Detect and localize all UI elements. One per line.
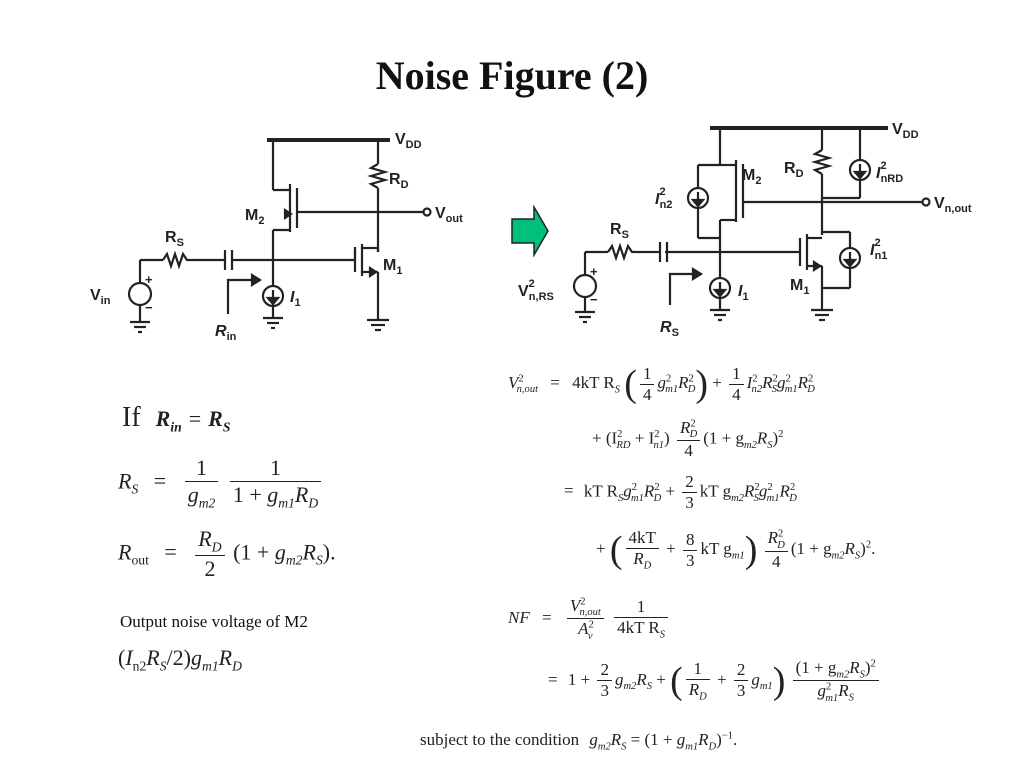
output-noise-expression: (In2RS/2)gm1RD (118, 645, 242, 674)
label-m1: M1 (383, 257, 402, 277)
svg-text:+: + (590, 264, 598, 279)
label-m2: M2 (245, 207, 264, 227)
svg-text:+: + (145, 272, 153, 287)
label-m1-right: M1 (790, 277, 809, 297)
label-i1-right: I1 (738, 283, 749, 303)
transition-arrow (511, 205, 549, 257)
page-title: Noise Figure (2) (375, 53, 649, 98)
left-circuit-schematic: VDD RD Vout M2 M1 I1 RS + − (90, 131, 463, 343)
label-rs-bottom: RS (660, 319, 679, 339)
output-noise-label: Output noise voltage of M2 (120, 612, 308, 631)
label-vdd-right: VDD (892, 121, 919, 141)
label-rs-right: RS (610, 221, 629, 241)
label-m2-right: M2 (742, 167, 761, 187)
label-vdd: VDD (395, 131, 422, 151)
label-vnout: Vn,out (934, 195, 972, 215)
label-rin: Rin (215, 323, 237, 343)
label-vin: Vin (90, 287, 111, 307)
label-rd: RD (389, 171, 409, 191)
svg-text:−: − (590, 292, 598, 307)
label-i1: I1 (290, 289, 301, 309)
if-condition: If Rin = RS (122, 402, 231, 435)
label-rd-right: RD (784, 160, 804, 180)
label-rs: RS (165, 229, 184, 249)
label-vout: Vout (435, 205, 463, 225)
subject-condition: subject to the condition gm2RS = (1 + gm… (420, 730, 738, 753)
svg-text:−: − (145, 300, 153, 315)
